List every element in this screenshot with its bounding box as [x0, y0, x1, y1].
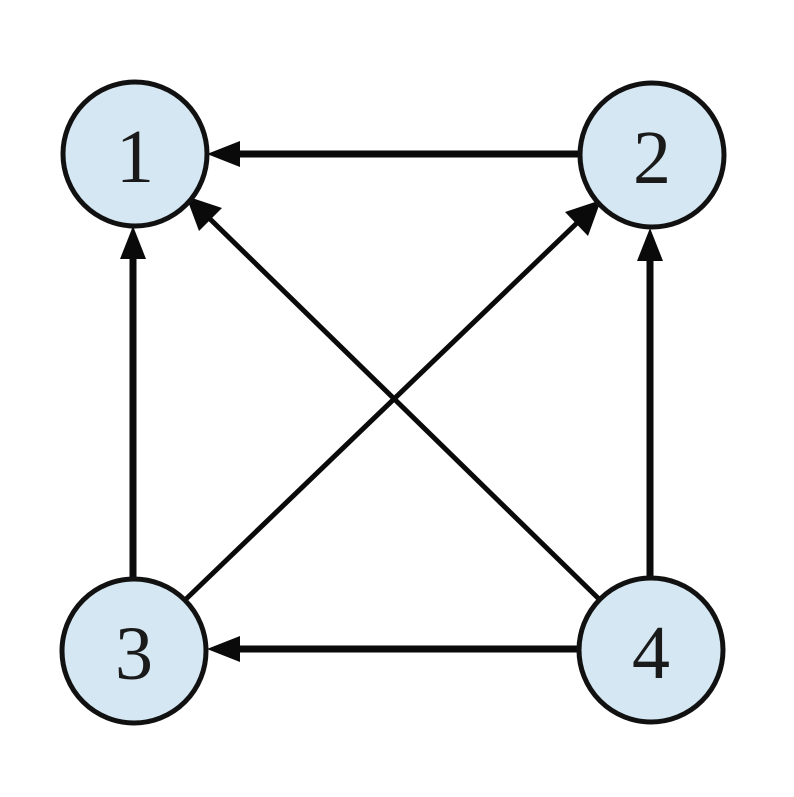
edge-4-to-2-arrowhead — [637, 228, 663, 261]
node-2-label: 2 — [633, 116, 671, 200]
node-2-circle — [577, 80, 727, 230]
edge-layer — [120, 141, 663, 662]
node-1-circle — [60, 79, 210, 229]
edge-4-to-1-arrowhead — [186, 196, 222, 231]
edge-2-to-1[interactable] — [207, 141, 580, 167]
node-4[interactable]: 4 — [576, 575, 726, 725]
edge-4-to-2[interactable] — [637, 228, 663, 578]
node-1-label: 1 — [116, 115, 154, 199]
edge-4-to-1-line — [207, 216, 602, 602]
node-2[interactable]: 2 — [577, 80, 727, 230]
edge-4-to-3[interactable] — [207, 636, 578, 662]
node-4-circle — [576, 575, 726, 725]
edge-3-to-1[interactable] — [120, 226, 146, 578]
node-3[interactable]: 3 — [59, 576, 209, 726]
node-4-label: 4 — [632, 611, 670, 695]
edge-3-to-2-line — [183, 220, 580, 602]
edge-3-to-2[interactable] — [183, 200, 601, 602]
edge-4-to-1[interactable] — [186, 196, 602, 602]
edge-3-to-1-arrowhead — [120, 226, 146, 259]
node-layer: 1 2 3 4 — [59, 79, 727, 726]
node-1[interactable]: 1 — [60, 79, 210, 229]
edge-3-to-2-arrowhead — [565, 200, 601, 236]
node-3-circle — [59, 576, 209, 726]
edge-4-to-3-arrowhead — [207, 636, 240, 662]
node-3-label: 3 — [115, 612, 153, 696]
edge-2-to-1-arrowhead — [207, 141, 240, 167]
